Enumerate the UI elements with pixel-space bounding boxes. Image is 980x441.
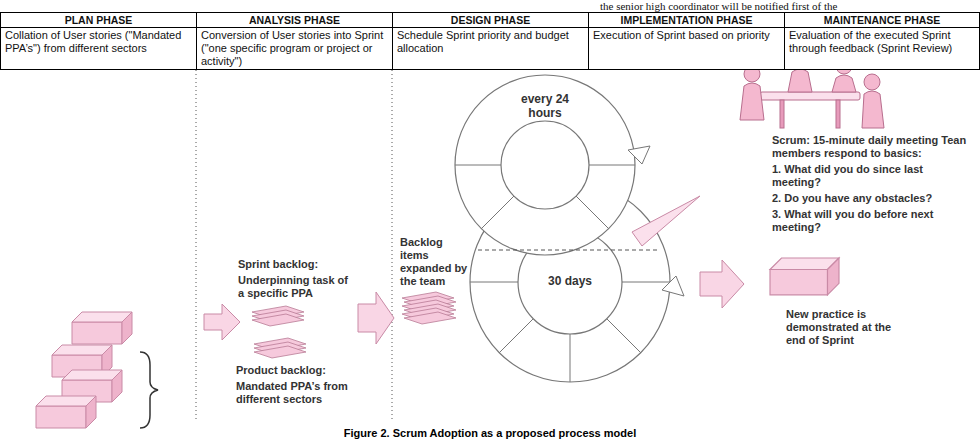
phase-description: Schedule Sprint priority and budget allo… [393, 28, 588, 56]
flow-arrow [358, 292, 394, 344]
user-story-boxes [36, 312, 132, 428]
backlog-heading: Product backlog: [236, 364, 386, 377]
stack-note: Backlog items expanded by the team [400, 236, 474, 288]
meeting-note: Scrum: 15-minute daily meeting Tean memb… [772, 134, 972, 160]
phase-heading: PLAN PHASE [1, 12, 196, 28]
phase-heading: ANALYSIS PHASE [197, 12, 392, 28]
phase-cell: IMPLEMENTATION PHASEExecution of Sprint … [588, 12, 784, 70]
phase-description: Execution of Sprint based on priority [589, 28, 784, 43]
flow-arrow [204, 304, 240, 340]
new-practice-box [770, 258, 839, 295]
sprint-backlog-sheets [252, 306, 306, 358]
backlog-heading: Sprint backlog: [238, 258, 358, 271]
phase-description: Conversion of User stories into Sprint (… [197, 28, 392, 69]
phase-cell: DESIGN PHASESchedule Sprint priority and… [392, 12, 588, 70]
cycle-label: every 24 hours [513, 92, 577, 120]
phase-heading: MAINTENANCE PHASE [785, 12, 979, 28]
demo-note: New practice is demonstrated at the end … [786, 308, 910, 347]
meeting-question: 1. What did you do since last meeting? [772, 163, 972, 189]
expanded-backlog-stack [402, 292, 456, 324]
phase-cell: MAINTENANCE PHASEEvaluation of the execu… [784, 12, 980, 70]
meeting-question: 3. What will you do before next meeting? [772, 208, 972, 234]
phase-heading: IMPLEMENTATION PHASE [589, 12, 784, 28]
phase-cell: PLAN PHASECollation of User stories ("Ma… [0, 12, 196, 70]
cycle-label: 30 days [540, 274, 600, 288]
callout-wedge [632, 196, 700, 246]
separator [392, 62, 393, 420]
phase-description: Evaluation of the executed Sprint throug… [785, 28, 979, 56]
figure-caption: Figure 2. Scrum Adoption as a proposed p… [0, 427, 980, 440]
flow-arrow [700, 260, 744, 308]
meeting-question: 2. Do you have any obstacles? [772, 192, 972, 205]
backlog-note: Underpinning task of a specific PPA [238, 274, 356, 300]
phase-cell: ANALYSIS PHASEConversion of User stories… [196, 12, 392, 70]
brace [140, 352, 158, 428]
phase-heading: DESIGN PHASE [393, 12, 588, 28]
phase-description: Collation of User stories ("Mandated PPA… [1, 28, 196, 56]
separator [196, 62, 197, 420]
daily-cycle [455, 75, 660, 255]
backlog-note: Mandated PPA’s from different sectors [236, 380, 386, 406]
page-text: the senior high coordinator will be noti… [600, 0, 978, 13]
